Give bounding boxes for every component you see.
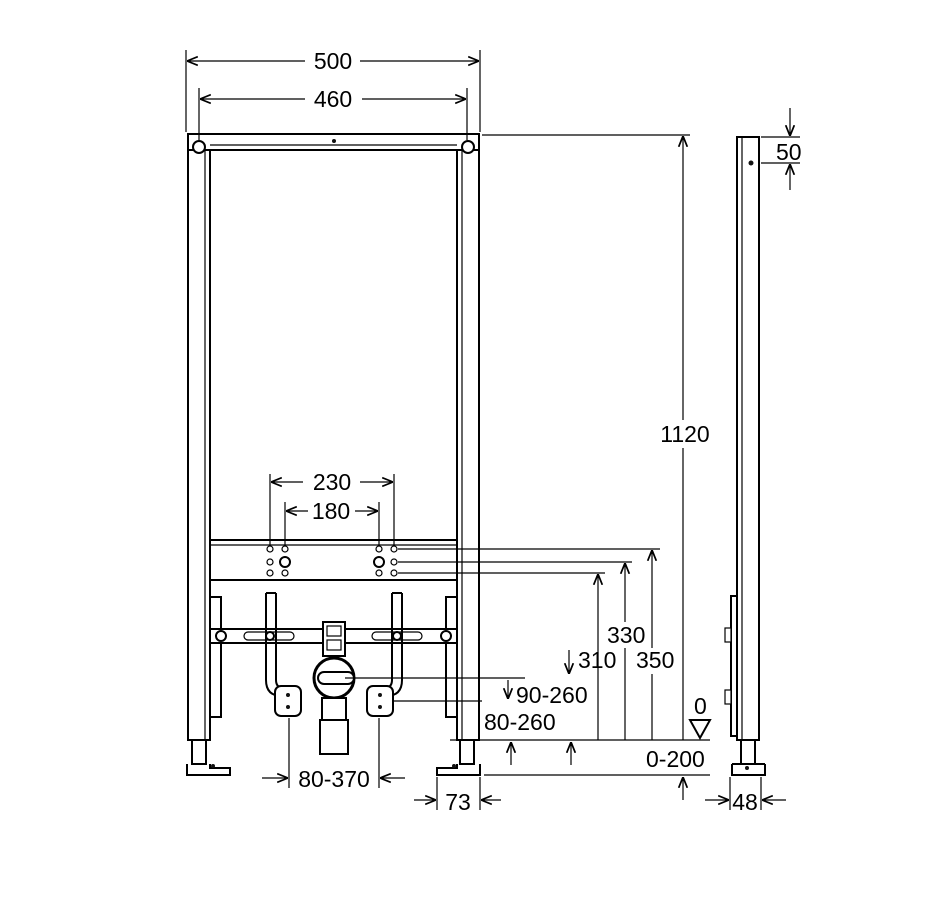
dim-0-200-label: 0-200 <box>646 746 705 772</box>
dim-330-label: 330 <box>607 622 645 648</box>
dim-1120: 1120 <box>482 134 710 740</box>
dim-310-label: 310 <box>578 647 616 673</box>
dim-180-label: 180 <box>312 498 350 524</box>
plate-holes <box>266 545 398 577</box>
dim-48: 48 <box>705 777 786 815</box>
dim-90-260-label: 90-260 <box>516 682 588 708</box>
dim-460-label: 460 <box>314 86 352 112</box>
dim-48-label: 48 <box>732 789 758 815</box>
right-foot <box>436 739 481 776</box>
left-supply-pipe <box>265 592 302 717</box>
dim-500-label: 500 <box>314 48 352 74</box>
dim-230-label: 230 <box>313 469 351 495</box>
dim-0-label: 0 <box>694 693 707 719</box>
dim-330: 330 <box>607 563 645 740</box>
dim-50: 50 <box>761 108 802 190</box>
dim-80-260: 80-260 <box>393 700 556 735</box>
drain-fitting <box>312 621 356 755</box>
dim-500: 500 <box>185 48 481 132</box>
left-upright <box>187 136 211 741</box>
dim-310: 310 <box>569 574 616 740</box>
side-view <box>724 136 766 776</box>
left-foot <box>186 739 231 776</box>
top-hole-left <box>192 140 206 154</box>
dim-350-label: 350 <box>636 647 674 673</box>
dim-350: 350 <box>636 550 674 740</box>
right-upright <box>456 136 480 741</box>
dim-1120-label: 1120 <box>660 421 709 447</box>
floor-level: 0 <box>450 693 712 776</box>
dim-73: 73 <box>414 777 501 815</box>
dim-80-260-label: 80-260 <box>484 709 556 735</box>
dim-90-260: 90-260 <box>345 677 588 708</box>
dim-180: 180 <box>284 498 380 545</box>
dim-73-label: 73 <box>445 789 471 815</box>
dim-0-200: 0-200 <box>511 742 705 800</box>
top-hole-right <box>461 140 475 154</box>
dim-460: 460 <box>198 86 468 140</box>
dim-50-label: 50 <box>776 139 802 165</box>
mounting-plate <box>209 539 458 581</box>
right-supply-pipe <box>366 592 403 717</box>
dim-230: 230 <box>269 469 395 545</box>
level-triangle-icon <box>688 719 712 741</box>
dim-80-370-label: 80-370 <box>298 766 370 792</box>
dim-80-370: 80-370 <box>262 718 405 792</box>
front-view <box>186 133 481 776</box>
